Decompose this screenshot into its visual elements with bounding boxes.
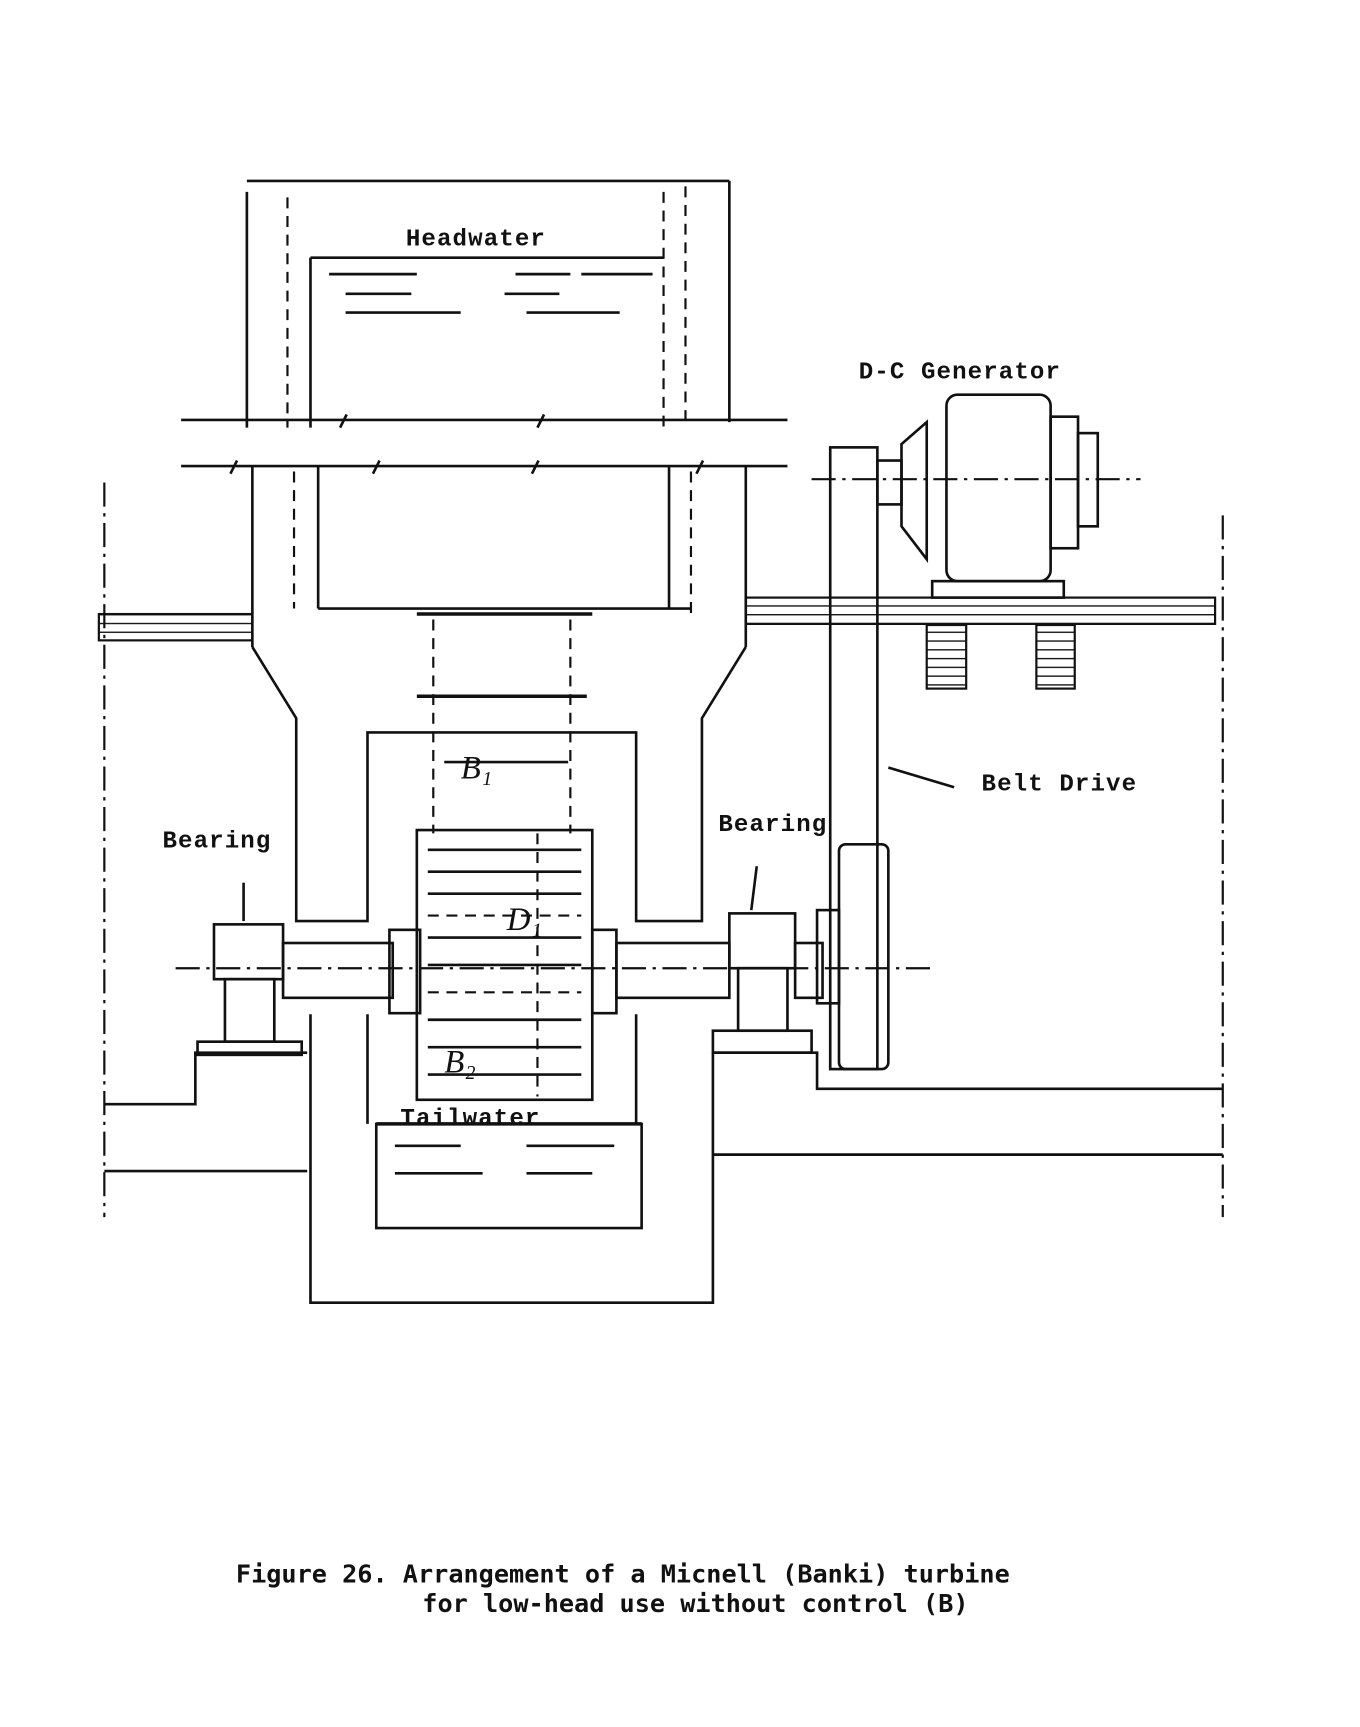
label-generator: D-C Generator [859,359,1061,386]
belt-drive [815,446,955,1071]
label-d1: D₁ [506,902,542,938]
dc-generator [811,393,1141,599]
label-tailwater: Tailwater [400,1106,540,1133]
water-lines [329,272,653,314]
foundation [103,482,1224,1304]
generator-support-left [925,623,968,690]
generator-support-right [1035,623,1076,690]
figure-caption-line1: Figure 26. Arrangement of a Micnell (Ban… [236,1559,1010,1588]
bearing-left [196,882,304,1057]
label-belt-drive: Belt Drive [982,772,1138,799]
figure-caption-line2: for low-head use without control (B) [422,1589,968,1618]
penstock [251,466,748,923]
floor-slab-right [744,596,1217,626]
bearing-right [711,866,813,1054]
shaft [175,928,933,1015]
label-bearing-left: Bearing [162,829,271,856]
headwater-channel [245,179,731,428]
floor-slab-left [97,612,254,642]
turbine-runner [415,760,594,1102]
section-break-lines [181,413,788,475]
label-b2: B₂ [444,1044,476,1080]
label-bearing-right: Bearing [718,812,827,839]
label-headwater: Headwater [406,227,546,254]
label-b1: B₁ [461,751,493,787]
